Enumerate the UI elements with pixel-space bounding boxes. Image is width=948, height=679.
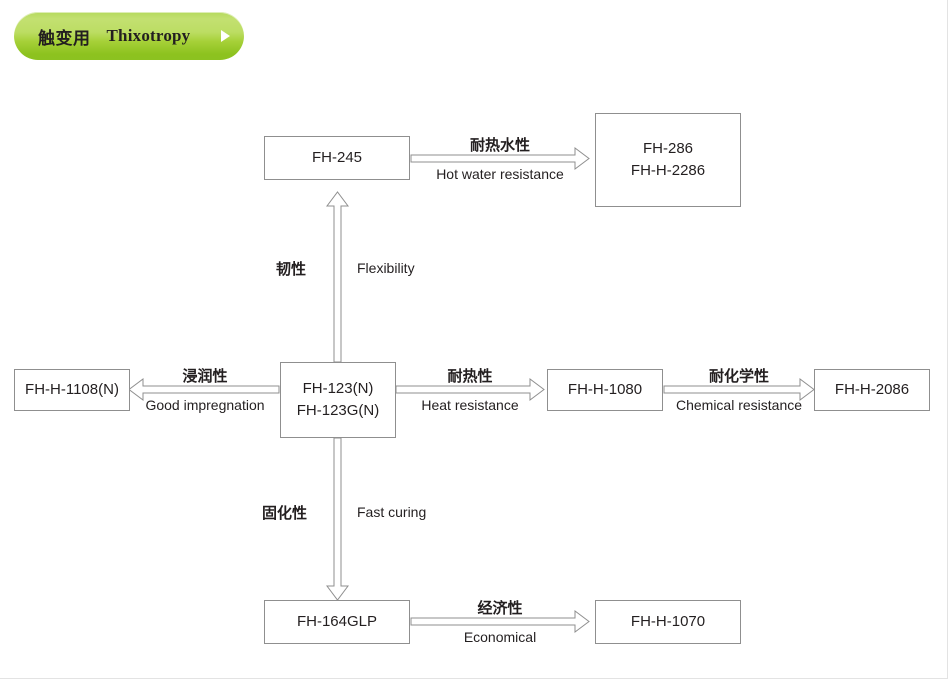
arrow-up-flexibility — [326, 191, 349, 363]
edge-label-economical: 经济性 Economical — [412, 597, 588, 645]
arrow-down-fast-curing — [326, 437, 349, 601]
node-label: FH-H-2286 — [630, 162, 706, 179]
node-fh-164glp[interactable]: FH-164GLP — [264, 600, 410, 644]
edge-en-text: Good impregnation — [145, 397, 265, 413]
edge-label-fast-curing-zh: 固化性 — [262, 502, 307, 523]
node-fh-h-1080[interactable]: FH-H-1080 — [547, 369, 663, 411]
edge-label-flexibility-zh: 韧性 — [276, 258, 306, 279]
triangle-right-icon — [221, 30, 230, 42]
edge-label-chemical-resistance: 耐化学性 Chemical resistance — [665, 365, 813, 413]
edge-en-text: Flexibility — [357, 260, 415, 276]
edge-en-text: Heat resistance — [421, 397, 519, 413]
edge-label-flexibility-en: Flexibility — [357, 260, 415, 278]
edge-zh-text: 耐化学性 — [708, 367, 769, 385]
category-label-en: Thixotropy — [106, 26, 191, 45]
edge-zh-text: 固化性 — [262, 504, 308, 522]
edge-label-good-impregnation: 浸润性 Good impregnation — [131, 365, 279, 413]
node-fh-h-1108[interactable]: FH-H-1108(N) — [14, 369, 130, 411]
node-fh-h-2086[interactable]: FH-H-2086 — [814, 369, 930, 411]
node-label: FH-245 — [311, 149, 363, 167]
edge-zh-text: 浸润性 — [182, 367, 228, 385]
node-label: FH-H-1108(N) — [25, 381, 119, 399]
category-label-zh: 触变用 — [38, 28, 91, 49]
node-label: FH-H-2086 — [834, 381, 910, 399]
node-label: FH-H-1080 — [567, 381, 643, 399]
edge-zh-text: 经济性 — [477, 599, 523, 617]
edge-label-hot-water-resistance: 耐热水性 Hot water resistance — [412, 134, 588, 182]
edge-label-heat-resistance: 耐热性 Heat resistance — [396, 365, 544, 413]
node-label: FH-123(N) — [302, 380, 374, 398]
edge-en-text: Fast curing — [357, 504, 427, 520]
edge-en-text: Chemical resistance — [675, 397, 803, 413]
node-fh-123[interactable]: FH-123(N) FH-123G(N) — [280, 362, 396, 438]
node-fh-286[interactable]: FH-286 FH-H-2286 — [595, 113, 741, 207]
edge-en-text: Hot water resistance — [436, 166, 564, 182]
category-header-badge[interactable]: 触变用 Thixotropy — [14, 12, 244, 60]
node-label: FH-286 — [642, 140, 694, 158]
edge-zh-text: 耐热水性 — [469, 136, 530, 154]
edge-zh-text: 耐热性 — [447, 367, 493, 385]
node-fh-245[interactable]: FH-245 — [264, 136, 410, 180]
edge-label-fast-curing-en: Fast curing — [357, 504, 426, 522]
node-label: FH-123G(N) — [296, 402, 380, 419]
node-label: FH-164GLP — [296, 613, 378, 631]
node-label: FH-H-1070 — [630, 613, 706, 631]
edge-en-text: Economical — [463, 629, 537, 645]
edge-zh-text: 韧性 — [276, 260, 307, 278]
node-fh-h-1070[interactable]: FH-H-1070 — [595, 600, 741, 644]
